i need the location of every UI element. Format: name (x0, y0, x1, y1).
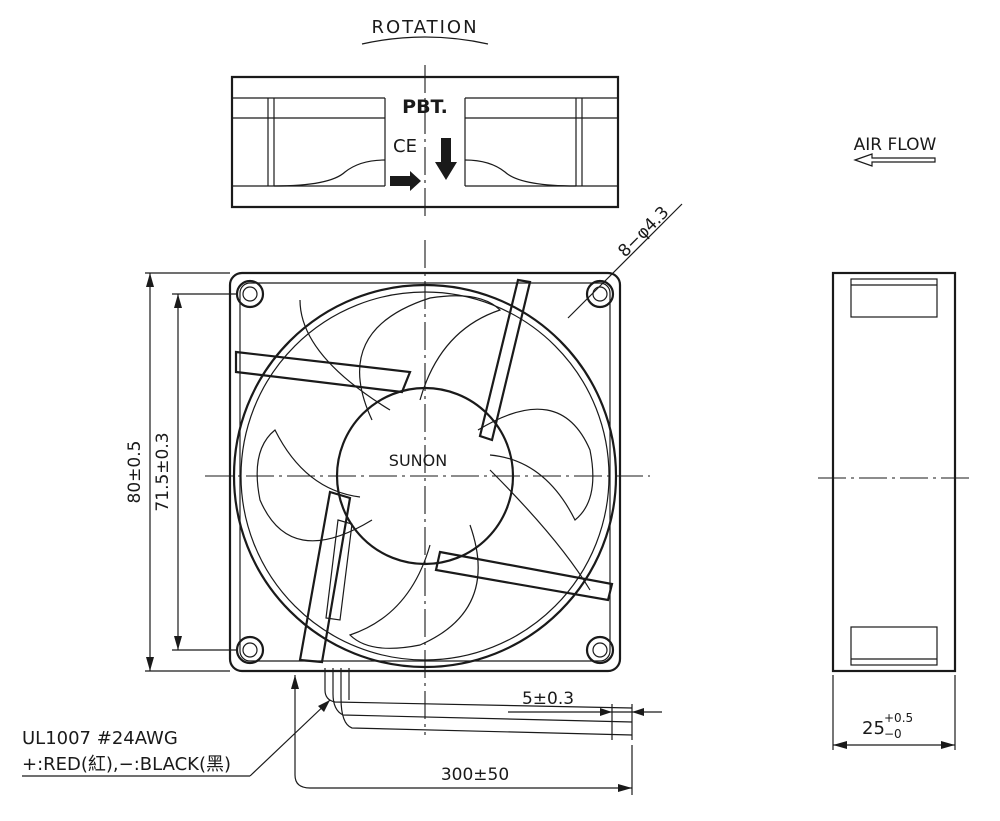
front-view: SUNON 8−φ4.3 80±0.5 (22, 203, 683, 795)
airflow-down-arrow (435, 138, 457, 180)
support-spokes (234, 278, 614, 664)
thickness-dim: 25 (862, 718, 885, 739)
lead-length-dim: 300±50 (441, 765, 509, 785)
rotation-label: ROTATION (371, 17, 478, 38)
tangent-arrow (390, 171, 421, 191)
wire-strip-dim: 5±0.3 (522, 689, 574, 709)
rotation-arc (361, 36, 489, 45)
height-outer-dim: 80±0.5 (125, 441, 145, 504)
air-flow-label: AIR FLOW (854, 135, 937, 155)
fan-blades (256, 295, 594, 649)
air-flow-indicator: AIR FLOW (853, 135, 937, 167)
mounting-holes (235, 279, 615, 665)
hole-spec-label: 8−φ4.3 (614, 203, 673, 262)
side-view: 25 +0.5 −0 (818, 271, 970, 750)
polarity-label: +:RED(紅),−:BLACK(黑) (22, 754, 231, 775)
thickness-tol-lower: −0 (884, 727, 902, 741)
ce-mark: CE (393, 136, 417, 157)
lead-wires (324, 668, 633, 736)
hub: SUNON (335, 386, 515, 566)
hole-pitch-dim: 71.5±0.3 (153, 432, 173, 511)
cable-type-label: UL1007 #24AWG (22, 728, 178, 749)
brand-label: SUNON (389, 451, 447, 470)
top-view: ROTATION PBT. CE (230, 17, 620, 220)
thickness-tol-upper: +0.5 (884, 711, 913, 725)
